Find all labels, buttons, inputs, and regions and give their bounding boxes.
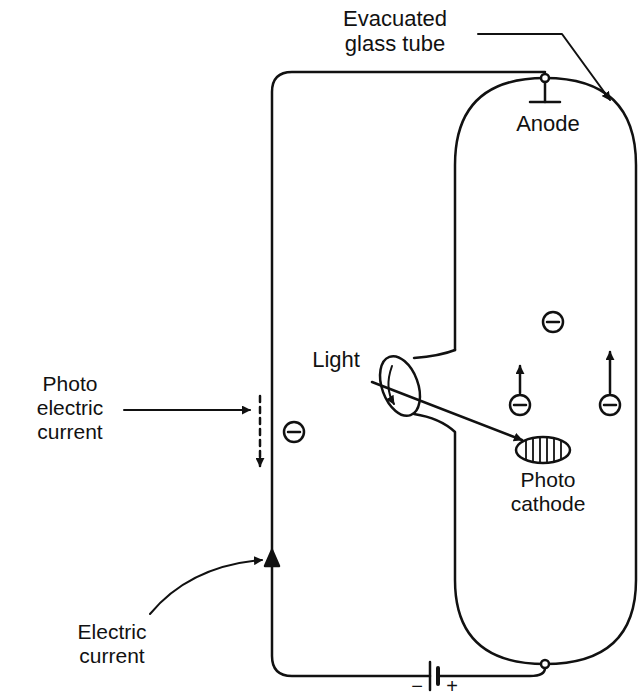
electron [284,422,304,442]
leader-line [124,409,250,411]
electron [600,352,620,415]
cathode-terminal [541,660,549,668]
battery-plate [436,668,440,684]
window-arrow [388,366,394,404]
leader-line [150,560,262,614]
cathode-stripes [526,437,561,463]
glass-tube [414,78,636,664]
callout-label: Photo electric current [20,372,120,444]
electron [510,366,530,415]
circuit-wire [438,668,545,676]
part-label: Anode [516,111,580,136]
glass-tube-neck [414,350,455,358]
current-arrowhead [265,550,279,566]
part-label: Light [312,347,360,372]
battery-plate [429,662,432,690]
callout-label: Evacuated glass tube [325,6,465,57]
light-ray [372,382,522,440]
photo-cathode-plate [516,437,570,463]
callout-label: Electric current [56,620,168,668]
polarity-sign: − [411,675,423,698]
leader-line [478,34,610,100]
electron [543,312,563,332]
circuit-wire [272,72,545,676]
electron-flow-arrow [259,396,262,466]
anode-stem [544,82,547,102]
anode-plate [530,101,560,104]
part-label: Photo cathode [498,468,598,516]
polarity-sign: + [446,675,458,698]
